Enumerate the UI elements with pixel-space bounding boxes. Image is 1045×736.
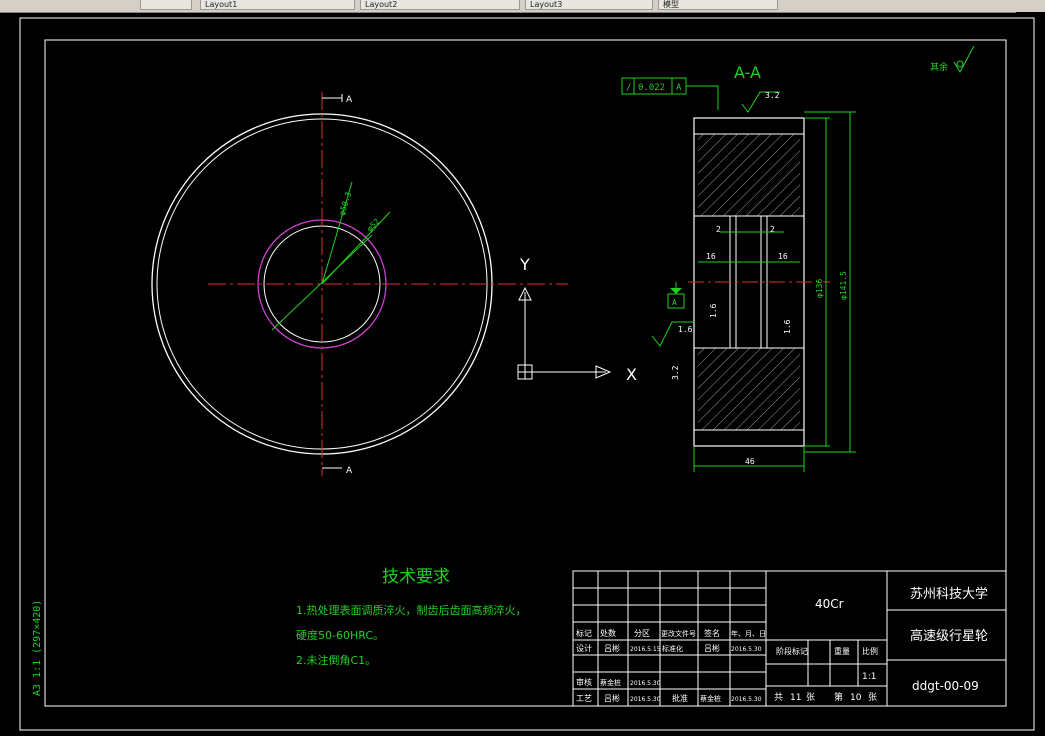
approve-date: 2016.5.30	[731, 696, 762, 703]
th-mark: 标记	[576, 628, 592, 638]
approve-name: 蔡金桩	[700, 694, 721, 703]
th-count: 处数	[600, 628, 616, 638]
req-line2: 硬度50-60HRC。	[296, 628, 384, 642]
std-name: 吕彬	[704, 643, 720, 653]
roughness-inner-left: 1.6	[709, 303, 718, 318]
tolerance-datum: A	[676, 83, 682, 93]
dim-inner-d: φ50.3	[337, 191, 353, 217]
inner-border	[44, 39, 1007, 707]
stage-label: 阶段标记	[776, 646, 808, 656]
university: 苏州科技大学	[910, 586, 988, 602]
th-sign: 签名	[704, 628, 720, 638]
dim-mid-d: φ136	[815, 279, 824, 298]
roughness-inner-right: 1.6	[783, 319, 792, 334]
window-edge	[1016, 12, 1045, 736]
review-label: 审核	[576, 677, 592, 687]
tab-model[interactable]: 模型	[658, 0, 778, 10]
tab-layout3[interactable]: Layout3	[525, 0, 653, 10]
th-zone: 分区	[634, 629, 650, 638]
tolerance-symbol: /	[626, 83, 631, 93]
th-date: 年、月、日	[731, 629, 766, 638]
roughness-bottom-left: 3.2	[671, 365, 680, 380]
title-block	[572, 570, 1007, 707]
dim-slot-w1: 2	[716, 225, 721, 234]
req-line1: 1.热处理表面调质淬火，制齿后齿面高频淬火，	[296, 603, 527, 617]
toolbar-strip: Layout1 Layout2 Layout3 模型	[0, 0, 1045, 13]
process-label: 工艺	[576, 694, 592, 703]
th-change: 更改文件号	[661, 629, 696, 638]
ucs-y-label: Y	[519, 255, 530, 274]
roughness-left: 1.6	[678, 325, 693, 334]
page-label: 第	[834, 691, 843, 703]
tab-model-icons[interactable]	[140, 0, 192, 10]
approve-label: 批准	[672, 693, 688, 703]
section-label: A-A	[734, 63, 761, 82]
review-name: 蔡金桩	[600, 678, 621, 687]
sheet-unit: 张	[806, 692, 815, 703]
design-name: 吕彬	[604, 643, 620, 653]
std-label: 标准化	[662, 644, 683, 653]
total-label: 共	[774, 692, 783, 703]
std-date: 2016.5.30	[731, 646, 762, 653]
outer-border	[19, 17, 1035, 731]
roughness-other-label: 其余	[930, 61, 948, 73]
section-mark-top: A	[346, 95, 353, 105]
design-date: 2016.5.15	[630, 646, 661, 653]
dim-max-d: φ141.5	[839, 271, 848, 300]
hatch-bottom	[698, 348, 800, 430]
page-number: 10	[850, 693, 862, 703]
page-unit: 张	[868, 692, 877, 703]
design-label: 设计	[576, 643, 592, 653]
front-view: A A φ50.3 φ52	[151, 92, 568, 476]
process-date: 2016.5.30	[630, 696, 661, 703]
dim-len-left: 16	[706, 252, 716, 261]
side-label: A3 1:1 (297×420)	[32, 600, 43, 696]
dim-len-right: 16	[778, 252, 788, 261]
scale-value: 1:1	[862, 672, 876, 682]
tab-layout2[interactable]: Layout2	[360, 0, 520, 10]
drawing-no: ddgt-00-09	[912, 679, 979, 693]
leader-top	[321, 181, 353, 285]
material: 40Cr	[815, 597, 844, 611]
leader-outer	[321, 211, 391, 285]
req-title: 技术要求	[382, 567, 450, 587]
datum-label: A	[672, 298, 677, 307]
process-name: 吕彬	[604, 693, 620, 703]
total-sheets: 11	[790, 693, 801, 703]
ucs-x-label: X	[626, 365, 637, 384]
roughness-top: 3.2	[765, 91, 780, 100]
req-line3: 2.未注倒角C1。	[296, 653, 376, 667]
dim-width: 46	[745, 457, 755, 466]
requirements: 技术要求 1.热处理表面调质淬火，制齿后齿面高频淬火， 硬度50-60HRC。 …	[296, 567, 527, 667]
title-block-text: 40Cr 苏州科技大学 高速级行星轮 ddgt-00-09 标记 处数 分区 更…	[576, 586, 988, 703]
weight-label: 重量	[834, 646, 850, 656]
review-date: 2016.5.30	[630, 680, 661, 687]
tolerance-value: 0.022	[638, 83, 665, 93]
dim-slot-w2: 2	[770, 225, 775, 234]
ucs-icon: Y X	[517, 255, 637, 384]
dim-outer-d: φ52	[365, 217, 382, 234]
scale-label: 比例	[862, 646, 878, 656]
part-name: 高速级行星轮	[910, 628, 988, 644]
tab-layout1[interactable]: Layout1	[200, 0, 355, 10]
section-mark-bottom: A	[346, 466, 353, 476]
section-view: A-A 2 2 16 16 φ136 φ141.5 46 / 0.0	[621, 45, 975, 472]
hatch-top	[698, 134, 800, 216]
